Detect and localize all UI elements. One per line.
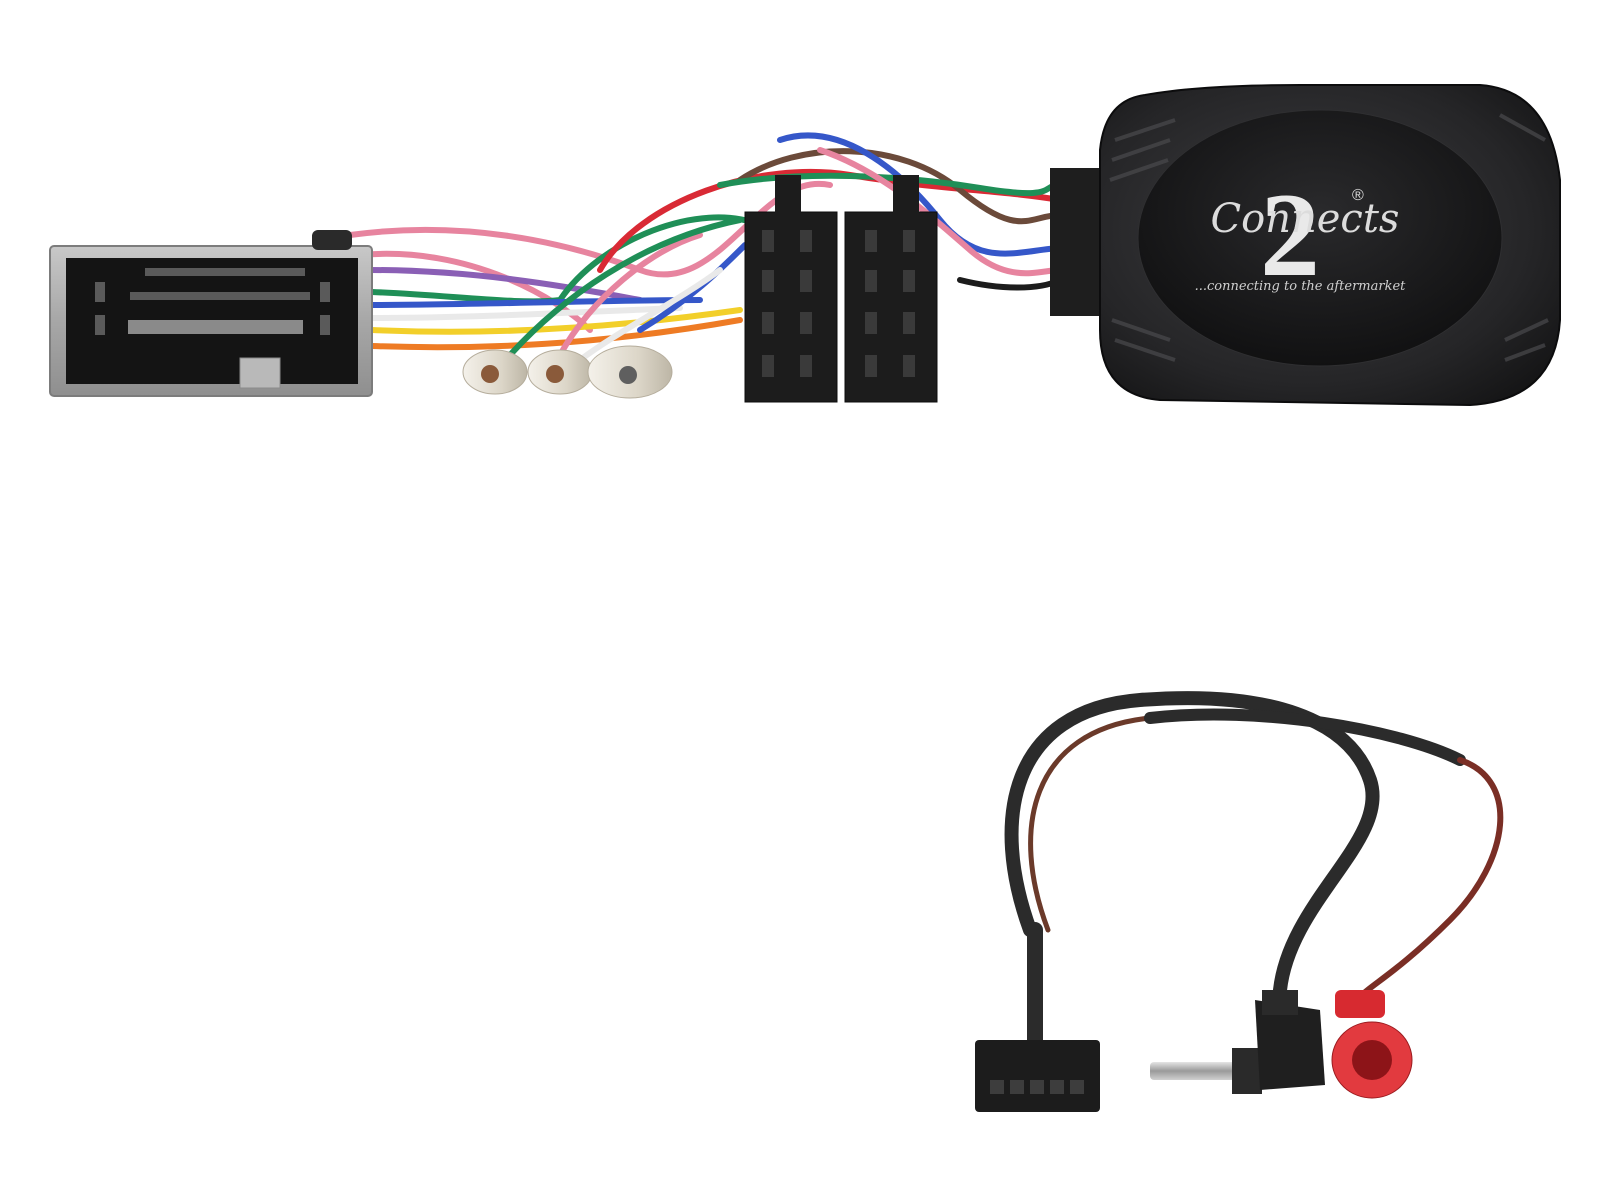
wire-black bbox=[957, 277, 1063, 291]
registered-mark: ® bbox=[1352, 187, 1364, 204]
jack-plug bbox=[1150, 990, 1325, 1094]
lead-cable-black bbox=[1004, 691, 1380, 997]
wire-yellow bbox=[369, 307, 743, 335]
antenna-cap-1 bbox=[462, 349, 528, 395]
wire-white bbox=[369, 305, 683, 321]
antenna-cap-2 bbox=[527, 349, 593, 395]
lead-cable-black-2 bbox=[1144, 708, 1466, 766]
wire-blue-2 bbox=[777, 132, 1063, 257]
wire-pink-3 bbox=[817, 147, 1063, 277]
antenna-caps bbox=[462, 345, 673, 399]
iso-connector-right bbox=[844, 175, 938, 403]
interface-module: 2 Connects ® ...connecting to the afterm… bbox=[1050, 84, 1561, 407]
red-connector bbox=[1331, 990, 1413, 1099]
antenna-cap-3 bbox=[587, 345, 673, 399]
wire-blue bbox=[369, 297, 703, 308]
logo-tagline: ...connecting to the aftermarket bbox=[1195, 279, 1407, 294]
wire-green-3 bbox=[507, 217, 743, 358]
iso-connector-left bbox=[744, 175, 838, 403]
logo-numeral: 2 bbox=[1260, 168, 1320, 301]
logo-brand-word: Connects bbox=[1211, 196, 1400, 242]
wire-pink bbox=[347, 180, 833, 278]
patch-lead bbox=[1004, 691, 1504, 1058]
vehicle-connector bbox=[49, 230, 373, 397]
lead-cable-red bbox=[1357, 757, 1504, 1003]
connector-pins bbox=[95, 268, 330, 335]
wire-bundle bbox=[347, 132, 1063, 363]
wire-pink-4 bbox=[557, 232, 703, 358]
multi-pin-plug bbox=[975, 1040, 1100, 1112]
wire-orange bbox=[369, 317, 743, 351]
logo: 2 Connects ® ...connecting to the afterm… bbox=[1195, 168, 1407, 301]
lead-cable-brown bbox=[1028, 715, 1153, 933]
wire-white-2 bbox=[577, 267, 723, 363]
